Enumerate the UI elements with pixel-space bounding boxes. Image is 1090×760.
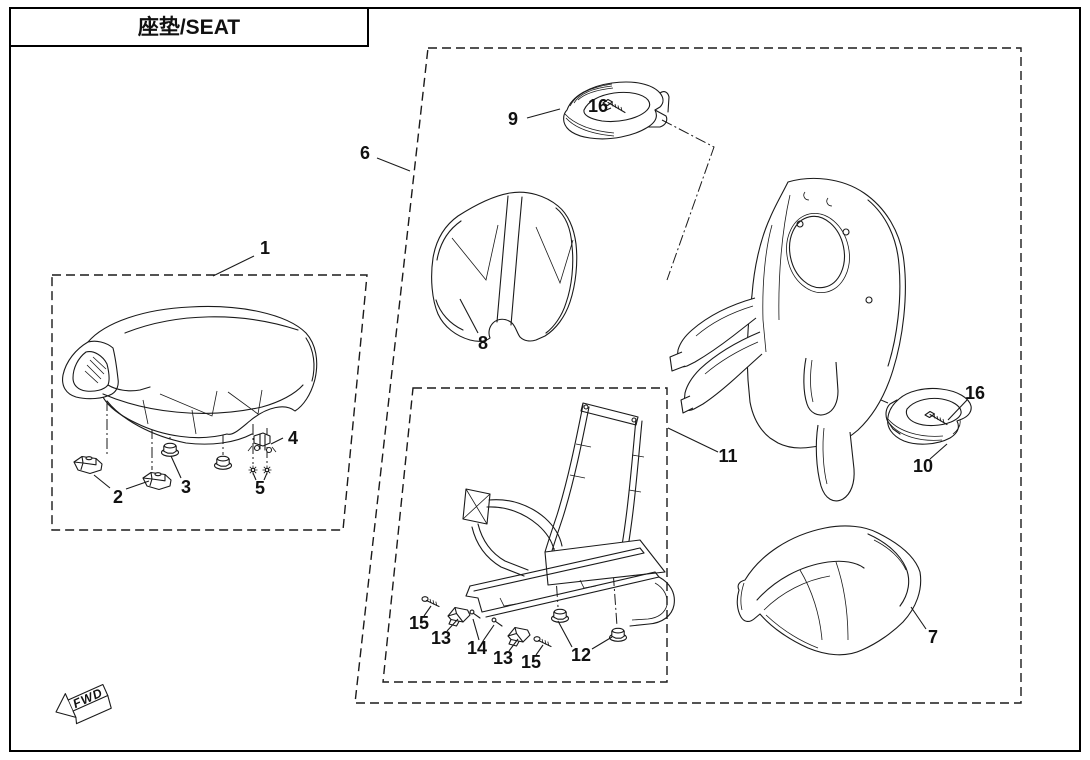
seat-flange-nut	[160, 442, 180, 457]
seat-lock-hook	[73, 455, 103, 475]
callout-12: 12	[571, 645, 591, 665]
title-box	[9, 7, 369, 47]
callout-16b: 16	[965, 383, 985, 403]
callout-5: 5	[255, 478, 265, 498]
assembly-box-backrest	[354, 47, 1022, 704]
backrest-panel	[669, 177, 906, 502]
frame-clamp	[507, 626, 531, 647]
callout-9: 9	[508, 109, 518, 129]
page-title: 座垫/SEAT	[138, 15, 240, 39]
rear-cowl	[736, 525, 922, 656]
leader-lines	[93, 107, 968, 656]
assembly-box-seat	[51, 274, 368, 531]
callout-3: 3	[181, 477, 191, 497]
fwd-arrow: FWD	[55, 684, 112, 725]
callout-11: 11	[718, 446, 737, 466]
frame-clamp	[447, 606, 471, 627]
frame-pin	[469, 609, 481, 619]
page-border	[9, 7, 1081, 752]
frame-flange-nut	[608, 627, 628, 642]
callout-labels: 1 2 3 4 5 6 7 8 9 10 11 12 13 13 14 15 1…	[113, 96, 985, 672]
seat-flange-nut	[213, 455, 233, 470]
callout-14: 14	[467, 638, 487, 658]
frame-screw	[421, 596, 440, 608]
callout-16: 16	[588, 96, 608, 116]
seat-lock-hook	[142, 471, 172, 491]
callout-1: 1	[260, 238, 270, 258]
frame-flange-nut	[550, 608, 570, 623]
assembly-box-frame	[382, 387, 668, 683]
seat-latch	[247, 432, 277, 454]
fwd-label: FWD	[71, 686, 105, 712]
side-grab-handle	[885, 387, 972, 445]
callout-7: 7	[928, 627, 938, 647]
callout-8: 8	[478, 333, 488, 353]
callout-6: 6	[360, 143, 370, 163]
backrest-cushion	[431, 191, 578, 342]
callout-15: 15	[409, 613, 429, 633]
callout-4: 4	[288, 428, 298, 448]
seat-frame	[462, 402, 675, 627]
rear-grab-handle	[563, 81, 670, 140]
callout-15b: 15	[521, 652, 541, 672]
callout-13b: 13	[493, 648, 513, 668]
title-block: 座垫/SEAT	[9, 7, 369, 47]
callout-2: 2	[113, 487, 123, 507]
seat-cushion	[62, 305, 318, 445]
callout-13: 13	[431, 628, 451, 648]
callout-10: 10	[913, 456, 933, 476]
